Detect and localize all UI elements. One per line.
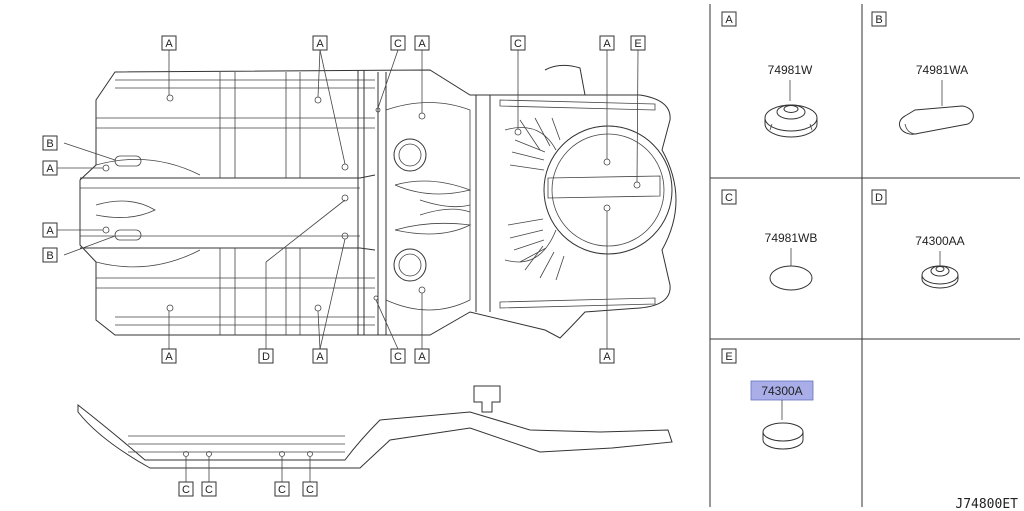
- callout-a[interactable]: A: [316, 38, 324, 50]
- legend-cell-e: E 74300A: [721, 348, 814, 450]
- callout-a[interactable]: A: [46, 163, 54, 175]
- oval-plug-b-icon: [898, 105, 974, 135]
- callout-c[interactable]: C: [306, 484, 314, 496]
- callout-c[interactable]: C: [394, 38, 402, 50]
- callout-d[interactable]: D: [262, 351, 270, 363]
- legend-cell-c: C 74981WB: [721, 189, 818, 291]
- callout-a[interactable]: A: [603, 38, 611, 50]
- legend-cell-d: D 74300AA: [871, 189, 965, 289]
- callout-c[interactable]: C: [278, 484, 286, 496]
- legend-letter-b: B: [875, 14, 882, 26]
- legend-cell-b: B 74981WA: [871, 11, 974, 135]
- part-number-c[interactable]: 74981WB: [765, 231, 818, 245]
- cap-plug-e-icon: [762, 422, 804, 450]
- diagram-code: J74800ET: [955, 497, 1018, 511]
- plug-holes: [102, 94, 641, 312]
- callout-c[interactable]: C: [182, 484, 190, 496]
- floor-panel-top-view: [79, 64, 677, 339]
- callout-b[interactable]: B: [46, 250, 53, 262]
- callout-labels: A A C A C A E B A A B A D A C A A C C C …: [42, 35, 646, 497]
- legend-letter-d: D: [875, 192, 883, 204]
- callout-a[interactable]: A: [418, 351, 426, 363]
- callout-a[interactable]: A: [46, 225, 54, 237]
- floor-panel-side-view: [77, 385, 673, 469]
- callout-a[interactable]: A: [165, 351, 173, 363]
- callout-c[interactable]: C: [205, 484, 213, 496]
- part-number-e[interactable]: 74300A: [761, 384, 802, 398]
- callout-a[interactable]: A: [316, 351, 324, 363]
- part-number-d[interactable]: 74300AA: [915, 234, 964, 248]
- callout-c[interactable]: C: [394, 351, 402, 363]
- legend-letter-e: E: [725, 351, 732, 363]
- callout-a[interactable]: A: [603, 351, 611, 363]
- grommet-a-icon: [764, 104, 818, 138]
- leader-lines: [57, 49, 639, 482]
- grommet-d-icon: [921, 265, 959, 289]
- callout-e[interactable]: E: [634, 38, 641, 50]
- callout-c[interactable]: C: [514, 38, 522, 50]
- part-number-a[interactable]: 74981W: [768, 63, 813, 77]
- legend-letter-a: A: [725, 14, 733, 26]
- legend-cell-a: A 74981W: [721, 11, 818, 138]
- legend-letter-c: C: [725, 192, 733, 204]
- callout-b[interactable]: B: [46, 138, 53, 150]
- parts-legend-grid: [709, 4, 1020, 507]
- part-number-b[interactable]: 74981WA: [916, 63, 968, 77]
- callout-a[interactable]: A: [165, 38, 173, 50]
- flat-plug-c-icon: [769, 265, 813, 291]
- callout-a[interactable]: A: [418, 38, 426, 50]
